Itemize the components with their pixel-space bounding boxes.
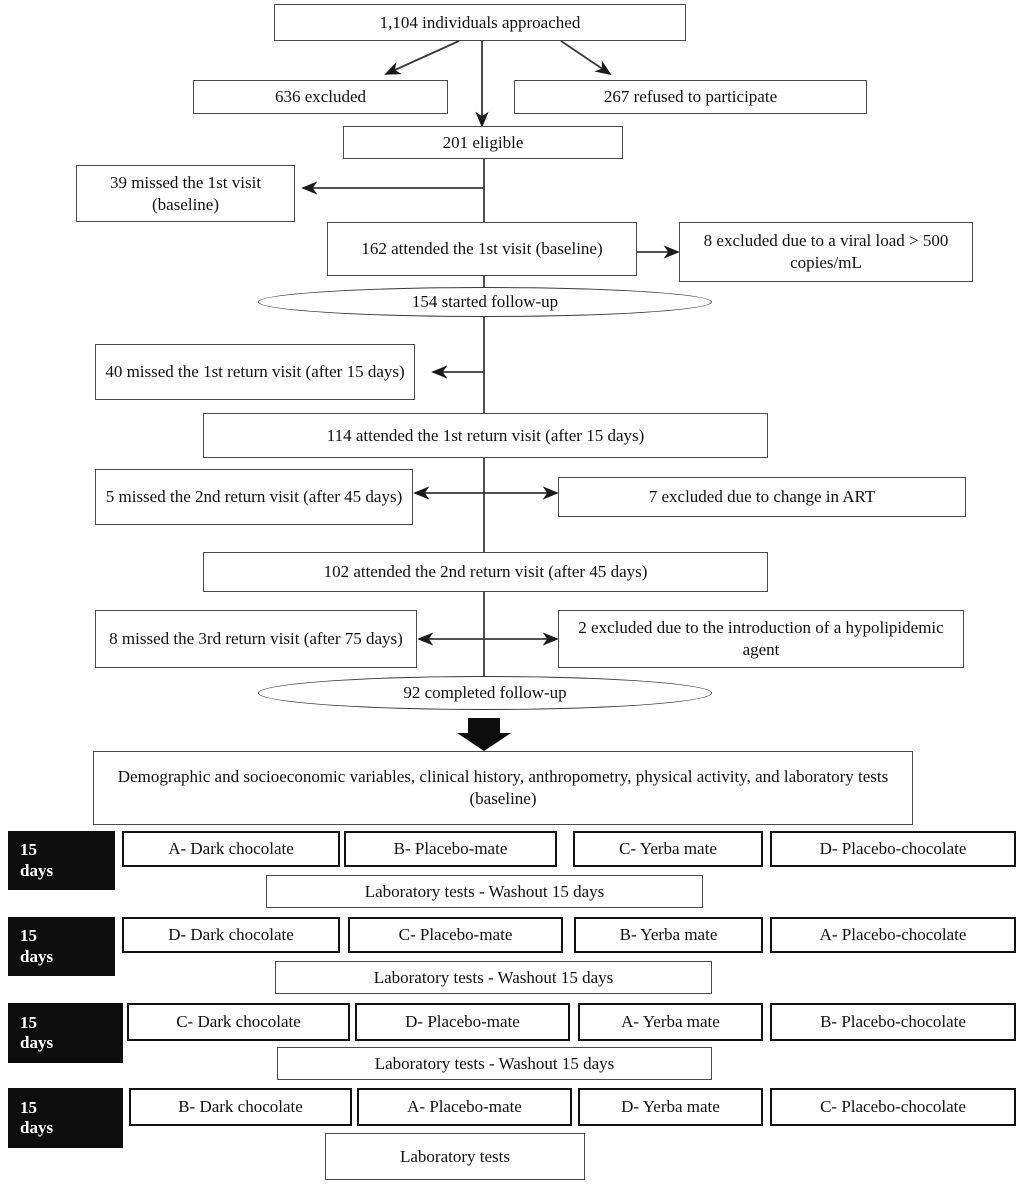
treatment-arm-c3: A- Yerba mate <box>578 1003 763 1041</box>
duration-number: 15 <box>20 1097 37 1117</box>
node-267-refused: 267 refused to participate <box>514 80 867 114</box>
node-label: 92 completed follow-up <box>403 683 567 702</box>
treatment-label: A- Dark chocolate <box>168 839 294 859</box>
node-label: 154 started follow-up <box>411 292 559 311</box>
duration-number: 15 <box>20 840 37 860</box>
treatment-label: A- Yerba mate <box>621 1012 720 1032</box>
node-label: 114 attended the 1st return visit (after… <box>326 425 645 445</box>
treatment-label: A- Placebo-mate <box>407 1097 522 1117</box>
node-5-missed-second-return: 5 missed the 2nd return visit (after 45 … <box>95 469 413 525</box>
period-duration-4: 15 days <box>8 1088 123 1148</box>
treatment-label: A- Placebo-chocolate <box>819 925 967 945</box>
treatment-arm-a1: A- Dark chocolate <box>122 831 340 867</box>
node-92-completed-followup: 92 completed follow-up <box>258 676 712 710</box>
node-114-attended-first-return: 114 attended the 1st return visit (after… <box>203 413 768 458</box>
treatment-label: C- Placebo-chocolate <box>820 1097 966 1117</box>
node-label: 40 missed the 1st return visit (after 15… <box>105 362 405 382</box>
washout-label: Laboratory tests - Washout 15 days <box>373 967 614 987</box>
final-lab-tests-box: Laboratory tests <box>325 1133 585 1180</box>
treatment-arm-b4: A- Placebo-mate <box>357 1088 572 1126</box>
duration-unit: days <box>20 1118 54 1137</box>
period-duration-2: 15 days <box>8 917 115 976</box>
washout-label: Laboratory tests - Washout 15 days <box>364 881 605 901</box>
node-label: 39 missed the 1st visit (baseline) <box>109 172 262 214</box>
node-8-missed-third-return: 8 missed the 3rd return visit (after 75 … <box>95 610 417 668</box>
lab-tests-label: Laboratory tests <box>400 1146 510 1166</box>
node-baseline-assessment: Demographic and socioeconomic variables,… <box>93 751 913 825</box>
node-label: 1,104 individuals approached <box>379 12 581 32</box>
treatment-label: C- Yerba mate <box>619 839 717 859</box>
treatment-arm-a4: B- Dark chocolate <box>129 1088 352 1126</box>
treatment-label: B- Placebo-chocolate <box>820 1012 966 1032</box>
node-label: 267 refused to participate <box>603 87 778 107</box>
node-8-excluded-viral-load: 8 excluded due to a viral load > 500 cop… <box>679 222 973 282</box>
period-duration-1: 15 days <box>8 831 115 890</box>
treatment-label: B- Dark chocolate <box>178 1097 303 1117</box>
treatment-label: D- Placebo-mate <box>405 1012 520 1032</box>
treatment-arm-a2: D- Dark chocolate <box>122 917 340 953</box>
node-102-attended-second-return: 102 attended the 2nd return visit (after… <box>203 552 768 592</box>
node-label: 8 excluded due to a viral load > 500 cop… <box>703 231 949 272</box>
treatment-arm-b2: C- Placebo-mate <box>348 917 563 953</box>
node-label: 102 attended the 2nd return visit (after… <box>323 562 648 582</box>
node-154-started-followup: 154 started follow-up <box>258 287 712 317</box>
node-label: 5 missed the 2nd return visit (after 45 … <box>105 487 403 507</box>
duration-number: 15 <box>20 926 37 946</box>
node-individuals-approached: 1,104 individuals approached <box>274 4 686 41</box>
node-label: 7 excluded due to change in ART <box>648 487 876 507</box>
node-label: Demographic and socioeconomic variables,… <box>117 767 889 808</box>
node-636-excluded: 636 excluded <box>193 80 448 114</box>
washout-box-1: Laboratory tests - Washout 15 days <box>266 875 703 908</box>
node-7-excluded-art-change: 7 excluded due to change in ART <box>558 477 966 517</box>
node-label: 8 missed the 3rd return visit (after 75 … <box>109 629 403 649</box>
duration-unit: days <box>20 1033 54 1052</box>
treatment-label: B- Yerba mate <box>619 925 718 945</box>
washout-box-3: Laboratory tests - Washout 15 days <box>277 1047 712 1080</box>
treatment-label: C- Placebo-mate <box>398 925 513 945</box>
node-201-eligible: 201 eligible <box>343 126 623 159</box>
node-39-missed-first-visit: 39 missed the 1st visit (baseline) <box>76 165 295 222</box>
treatment-label: D- Dark chocolate <box>168 925 294 945</box>
node-label: 2 excluded due to the introduction of a … <box>578 618 944 659</box>
washout-box-2: Laboratory tests - Washout 15 days <box>275 961 712 994</box>
treatment-arm-d2: A- Placebo-chocolate <box>770 917 1016 953</box>
treatment-arm-d1: D- Placebo-chocolate <box>770 831 1016 867</box>
treatment-arm-b1: B- Placebo-mate <box>344 831 557 867</box>
treatment-arm-d4: C- Placebo-chocolate <box>770 1088 1016 1126</box>
treatment-arm-b3: D- Placebo-mate <box>355 1003 570 1041</box>
node-label: 162 attended the 1st visit (baseline) <box>361 239 603 259</box>
node-label: 201 eligible <box>442 132 524 152</box>
node-label: 636 excluded <box>274 87 367 107</box>
treatment-label: D- Placebo-chocolate <box>819 839 967 859</box>
treatment-arm-c4: D- Yerba mate <box>578 1088 763 1126</box>
treatment-label: D- Yerba mate <box>621 1097 720 1117</box>
washout-label: Laboratory tests - Washout 15 days <box>374 1053 615 1073</box>
duration-number: 15 <box>20 1012 37 1032</box>
treatment-label: B- Placebo-mate <box>393 839 508 859</box>
period-duration-3: 15 days <box>8 1003 123 1063</box>
duration-unit: days <box>20 860 54 880</box>
treatment-arm-c2: B- Yerba mate <box>574 917 763 953</box>
treatment-arm-a3: C- Dark chocolate <box>127 1003 350 1041</box>
duration-unit: days <box>20 946 54 966</box>
node-40-missed-first-return: 40 missed the 1st return visit (after 15… <box>95 344 415 400</box>
treatment-arm-d3: B- Placebo-chocolate <box>770 1003 1016 1041</box>
block-arrow-down <box>457 718 511 751</box>
node-2-excluded-hypolipidemic: 2 excluded due to the introduction of a … <box>558 610 964 668</box>
treatment-label: C- Dark chocolate <box>176 1012 301 1032</box>
node-162-attended-first-visit: 162 attended the 1st visit (baseline) <box>327 222 637 276</box>
treatment-arm-c1: C- Yerba mate <box>573 831 763 867</box>
